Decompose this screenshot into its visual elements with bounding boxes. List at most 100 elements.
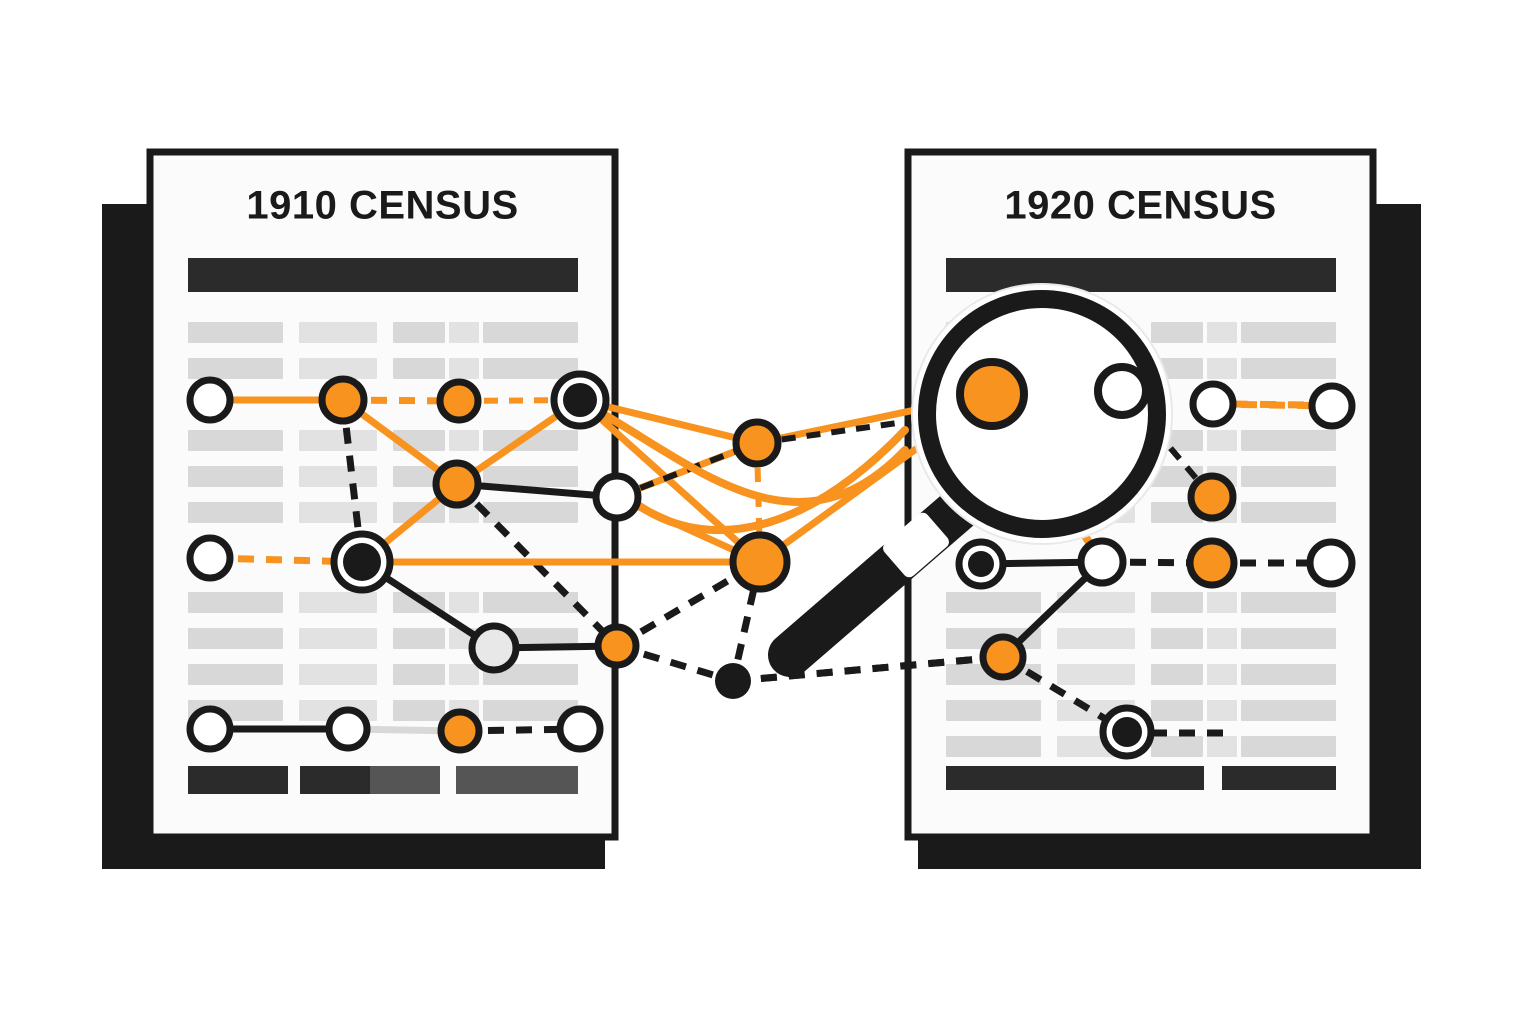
graph-node[interactable] [592, 472, 642, 522]
table-row-cell [946, 736, 1041, 757]
table-row-cell [1207, 664, 1237, 685]
graph-node[interactable] [550, 370, 610, 430]
graph-node[interactable] [594, 623, 640, 669]
document-header-bar [946, 258, 1336, 292]
table-row-cell [1151, 628, 1203, 649]
graph-node[interactable] [955, 538, 1007, 590]
graph-node[interactable] [325, 706, 371, 752]
table-row-cell [1207, 430, 1237, 451]
graph-node-core [956, 358, 1028, 430]
graph-node[interactable] [1189, 380, 1237, 428]
graph-node[interactable] [979, 633, 1027, 681]
document-footer-bar [456, 766, 578, 794]
table-row-cell [1057, 592, 1135, 613]
table-row-cell [1241, 592, 1336, 613]
linkage-edge [729, 561, 764, 682]
graph-node[interactable] [1077, 537, 1127, 587]
graph-node-core [437, 708, 483, 754]
graph-node[interactable] [186, 705, 234, 753]
table-row-cell [483, 322, 578, 343]
graph-node[interactable] [330, 530, 394, 594]
graph-node[interactable] [186, 534, 234, 582]
graph-node[interactable] [468, 622, 520, 674]
table-row-cell [1057, 664, 1135, 685]
table-row-cell [483, 466, 578, 487]
document-footer-bar [946, 766, 1204, 790]
table-row-cell [1241, 736, 1336, 757]
magnifying-glass[interactable] [768, 283, 1173, 677]
table-row-cell [188, 430, 283, 451]
graph-node-core [186, 534, 234, 582]
graph-node-magnified[interactable] [956, 358, 1028, 430]
graph-node-core [729, 531, 791, 593]
table-row-cell [1241, 502, 1336, 523]
document-footer-bar [300, 766, 370, 794]
table-row-cell [1151, 322, 1203, 343]
table-row-cell [1207, 358, 1237, 379]
graph-node-core [1112, 717, 1142, 747]
graph-node[interactable] [186, 376, 234, 424]
table-row-cell [188, 322, 283, 343]
graph-node[interactable] [729, 531, 791, 593]
table-row-cell [393, 664, 445, 685]
graph-node-core [594, 623, 640, 669]
table-row-cell [483, 358, 578, 379]
document-title: 1910 CENSUS [246, 184, 518, 228]
graph-node-core [1189, 380, 1237, 428]
table-row-cell [299, 664, 377, 685]
graph-node[interactable] [556, 705, 604, 753]
table-row-cell [1207, 628, 1237, 649]
graph-node-core [1186, 537, 1238, 589]
graph-node[interactable] [1306, 538, 1356, 588]
linkage-edge [579, 396, 758, 447]
table-row-cell [1207, 592, 1237, 613]
graph-node-core [1077, 537, 1127, 587]
graph-node-core [186, 376, 234, 424]
table-row-cell [449, 592, 479, 613]
graph-node[interactable] [715, 663, 751, 699]
table-row-cell [449, 430, 479, 451]
graph-node[interactable] [732, 418, 782, 468]
graph-node-core [979, 633, 1027, 681]
graph-node-magnified[interactable] [1094, 363, 1150, 419]
linkage-edge [732, 653, 1004, 685]
linkage-edge-curve [634, 426, 909, 535]
magnifier-rim [918, 290, 1166, 538]
graph-node[interactable] [436, 378, 482, 424]
document-footer-bar [370, 766, 440, 794]
graph-node-core [325, 706, 371, 752]
table-row-cell [299, 466, 377, 487]
linkage-edge [459, 725, 581, 735]
graph-node-core [968, 551, 994, 577]
graph-node-core [556, 705, 604, 753]
table-row-cell [299, 628, 377, 649]
table-row-cell [393, 466, 445, 487]
table-row-cell [1057, 628, 1135, 649]
table-row-cell [188, 466, 283, 487]
table-row-cell [946, 592, 1041, 613]
graph-node-core [343, 543, 381, 581]
table-row-cell [1207, 322, 1237, 343]
graph-node[interactable] [1308, 382, 1356, 430]
graph-node-core [1187, 472, 1237, 522]
table-row-cell [1241, 322, 1336, 343]
graph-node[interactable] [1099, 704, 1155, 760]
table-row-cell [188, 358, 283, 379]
graph-node[interactable] [318, 375, 368, 425]
graph-node[interactable] [432, 459, 482, 509]
linkage-edge [456, 480, 618, 501]
graph-node[interactable] [1186, 537, 1238, 589]
linkage-edge [1231, 400, 1312, 409]
document-footer-bar [188, 766, 288, 794]
table-row-cell [1151, 736, 1203, 757]
graph-node-core [186, 705, 234, 753]
table-row-cell [188, 592, 283, 613]
graph-node[interactable] [1187, 472, 1237, 522]
graph-node-core [715, 663, 751, 699]
graph-node[interactable] [437, 708, 483, 754]
